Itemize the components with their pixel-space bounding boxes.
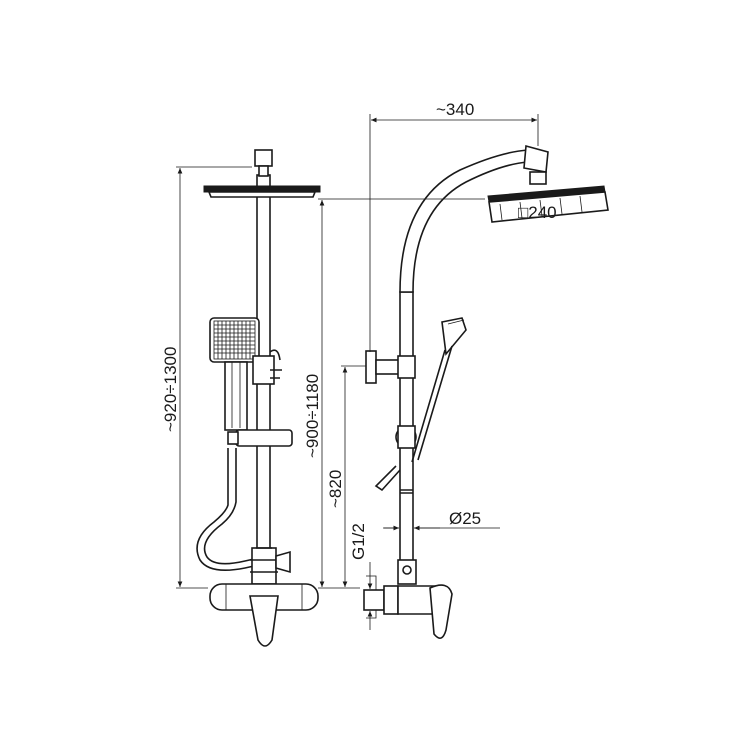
arm-reach-label: ~340	[436, 100, 474, 119]
front-mixer-lever	[249, 595, 279, 647]
front-hose	[196, 448, 255, 571]
total-height-label: ~920÷1300	[161, 347, 180, 432]
side-wall-bracket	[365, 350, 377, 384]
dimension-lines	[176, 114, 539, 630]
head-diameter-label: □240	[518, 203, 557, 222]
bar-height-label: ~820	[326, 470, 345, 508]
front-slide-holder	[235, 429, 293, 447]
thread-label: G1/2	[349, 523, 368, 560]
side-hand-shower	[441, 317, 467, 356]
front-shower-head	[203, 185, 321, 193]
side-lower-connector	[397, 559, 417, 585]
side-mixer-lever	[429, 584, 453, 639]
pipe-diameter-label: Ø25	[449, 509, 481, 528]
side-view	[363, 144, 609, 639]
head-height-label: ~900÷1180	[303, 374, 322, 458]
front-diverter	[251, 547, 277, 585]
side-wall-connection	[363, 589, 385, 611]
front-top-connector	[254, 149, 273, 167]
hand-shower-nozzle-grid	[213, 320, 256, 360]
front-view	[196, 149, 321, 647]
